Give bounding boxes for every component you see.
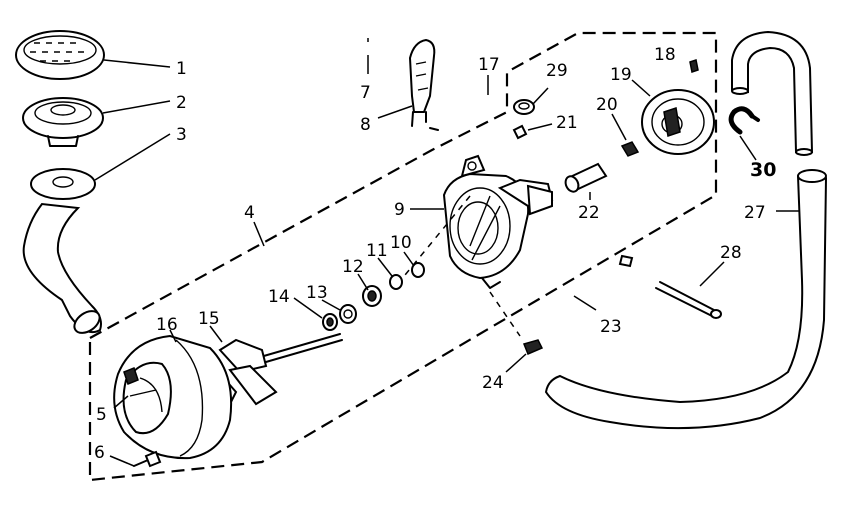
impeller-part	[212, 333, 343, 410]
callout-16: 16	[156, 315, 178, 335]
callout-8: 8	[360, 115, 371, 135]
callout-15: 15	[198, 309, 220, 329]
callout-13: 13	[306, 283, 328, 303]
hose-clamp-part	[728, 106, 760, 135]
strainer-housing-part	[22, 97, 104, 147]
callout-4: 4	[244, 203, 255, 223]
callout-27: 27	[744, 203, 766, 223]
callout-17: 17	[478, 55, 500, 75]
pin-part	[573, 295, 597, 311]
small-cap-part	[620, 141, 640, 157]
callout-6: 6	[94, 443, 105, 463]
callout-5: 5	[96, 405, 107, 425]
inlet-hose-part	[22, 202, 102, 334]
callout-18: 18	[654, 45, 676, 65]
callout-14: 14	[268, 287, 290, 307]
pump-housing-part	[113, 334, 233, 460]
callout-12: 12	[342, 257, 364, 277]
callout-7: 7	[360, 83, 371, 103]
callout-30: 30	[750, 159, 776, 181]
callout-9: 9	[394, 200, 405, 220]
callout-22: 22	[578, 203, 600, 223]
callout-10: 10	[390, 233, 412, 253]
callout-21: 21	[556, 113, 578, 133]
clip-part	[522, 339, 544, 355]
callout-2: 2	[176, 93, 187, 113]
callout-28: 28	[720, 243, 742, 263]
callout-24: 24	[482, 373, 504, 393]
callout-1: 1	[176, 59, 187, 79]
drain-hose-part	[544, 171, 828, 430]
callout-29: 29	[546, 61, 568, 81]
pump-body-part	[442, 154, 554, 289]
clamp-part	[512, 124, 528, 140]
o-ring-part	[513, 99, 535, 115]
mounting-bracket-part	[408, 38, 439, 131]
callout-3: 3	[176, 125, 187, 145]
tube-part	[564, 162, 608, 193]
callout-11: 11	[366, 241, 388, 261]
assembly-boundary	[88, 31, 718, 482]
screw-part	[689, 59, 699, 73]
pulley-part	[641, 89, 715, 155]
seal-stack-part	[322, 262, 425, 331]
bolt-part	[133, 450, 162, 468]
callout-23: 23	[600, 317, 622, 337]
callout-20: 20	[596, 95, 618, 115]
rod-part	[655, 281, 722, 319]
callout-19: 19	[610, 65, 632, 85]
strainer-cap-part	[15, 30, 105, 80]
gasket-part	[30, 168, 96, 200]
